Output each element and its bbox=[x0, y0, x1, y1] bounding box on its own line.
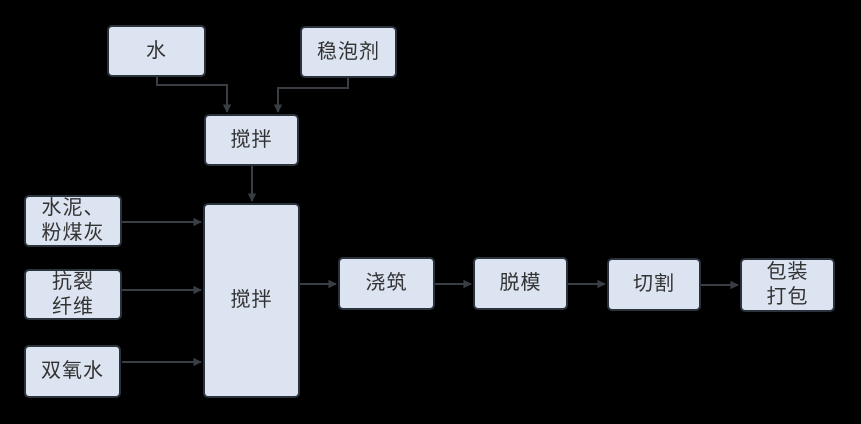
node-label: 双氧水 bbox=[41, 360, 104, 382]
node-packing: 包装 打包 bbox=[740, 258, 835, 312]
node-label: 抗裂 纤维 bbox=[52, 270, 94, 318]
arrow-water-to-premix bbox=[156, 77, 232, 113]
node-cutting: 切割 bbox=[607, 258, 701, 311]
node-label: 脱模 bbox=[499, 272, 542, 294]
node-pouring: 浇筑 bbox=[338, 257, 435, 310]
arrow-foam-stabilizer-to-premix bbox=[273, 78, 349, 113]
node-cement-flyash: 水泥、 粉煤灰 bbox=[24, 195, 122, 247]
node-hydrogen-peroxide: 双氧水 bbox=[24, 345, 121, 398]
node-label: 搅拌 bbox=[230, 289, 273, 311]
node-main-mix: 搅拌 bbox=[203, 203, 300, 398]
node-label: 搅拌 bbox=[230, 128, 273, 151]
node-label: 水泥、 粉煤灰 bbox=[41, 197, 105, 244]
node-label: 切割 bbox=[633, 273, 675, 295]
node-demolding: 脱模 bbox=[473, 257, 568, 310]
node-label: 包装 打包 bbox=[766, 261, 809, 308]
node-foam-stabilizer: 稳泡剂 bbox=[300, 26, 397, 78]
node-label: 稳泡剂 bbox=[317, 40, 380, 63]
node-anticrack-fiber: 抗裂 纤维 bbox=[24, 269, 122, 320]
node-premix: 搅拌 bbox=[204, 114, 299, 166]
node-label: 浇筑 bbox=[365, 272, 408, 294]
node-water: 水 bbox=[107, 25, 206, 77]
node-label: 水 bbox=[146, 39, 167, 62]
